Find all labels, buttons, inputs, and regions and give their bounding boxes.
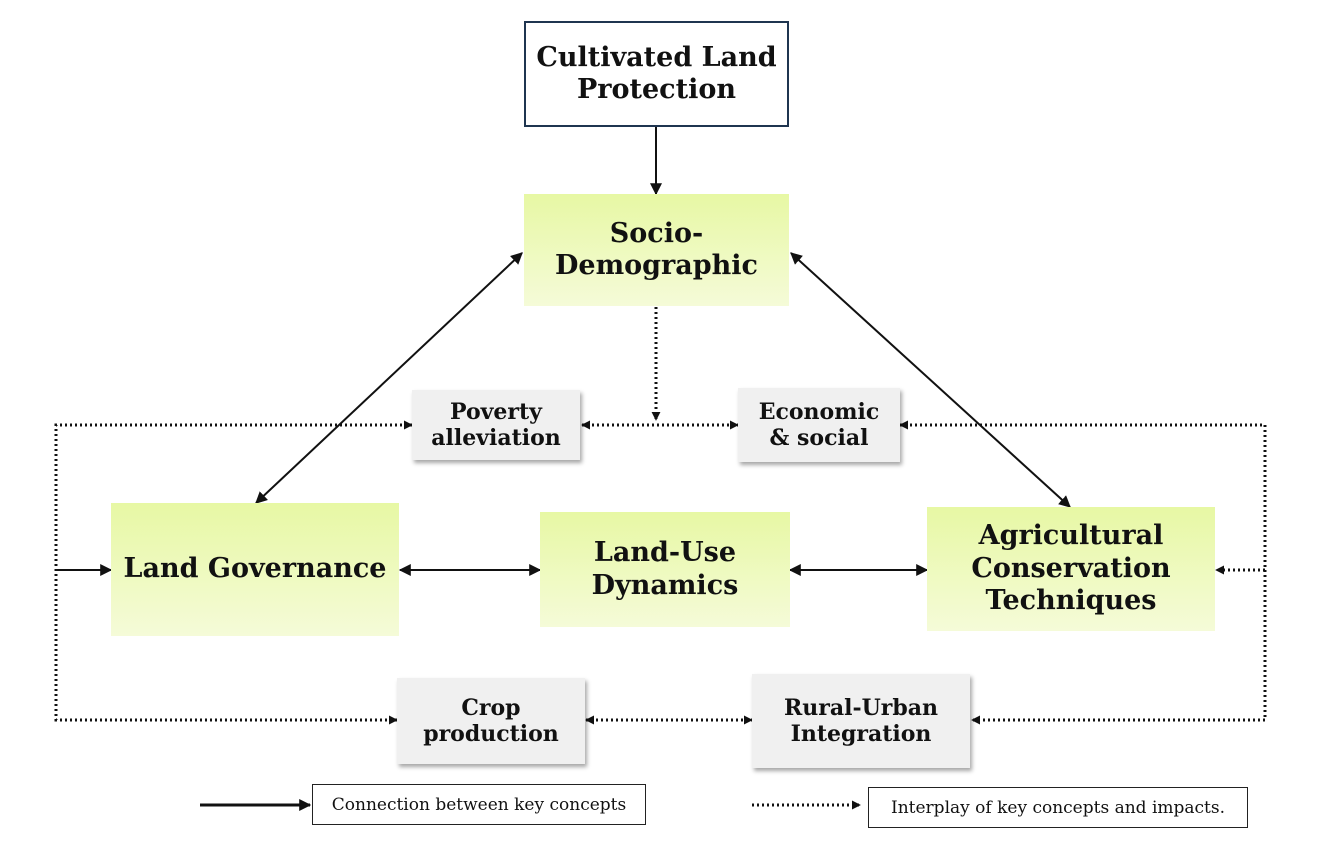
poverty-line2: alleviation: [431, 425, 561, 451]
arrow-socio-agri: [790, 252, 1071, 508]
land-gov-line1: Land Governance: [123, 553, 387, 585]
poverty-line1: Poverty: [450, 398, 542, 425]
socio-line2: Demographic: [555, 250, 758, 281]
socio-line1: Socio-: [609, 217, 704, 249]
agri-line1: Agricultural: [978, 520, 1164, 552]
land-governance-box: Land Governance: [111, 503, 399, 636]
crop-line2: production: [423, 721, 559, 747]
rural-line2: Integration: [790, 721, 932, 747]
arrow-socio-landgov: [255, 252, 523, 504]
dotted-left-loop: [54, 420, 413, 725]
cultivated-line1: Cultivated Land: [536, 41, 777, 73]
poverty-alleviation-box: Poverty alleviation: [412, 390, 580, 460]
dotted-right-loop: [899, 420, 1267, 725]
crop-line1: Crop: [461, 694, 521, 721]
agricultural-conservation-box: Agricultural Conservation Techniques: [927, 507, 1215, 631]
agri-line3: Techniques: [985, 585, 1157, 617]
crop-production-box: Crop production: [397, 678, 585, 764]
legend-solid-text: Connection between key concepts: [331, 794, 627, 815]
land-use-line1: Land-Use: [593, 537, 737, 569]
land-use-dynamics-box: Land-Use Dynamics: [540, 512, 790, 627]
cultivated-land-protection-box: Cultivated Land Protection: [524, 21, 789, 127]
economic-line1: Economic: [758, 398, 880, 425]
legend-dotted-label: Interplay of key concepts and impacts.: [868, 787, 1248, 828]
land-use-line2: Dynamics: [591, 569, 739, 601]
legend-solid-label: Connection between key concepts: [312, 784, 646, 825]
economic-social-box: Economic & social: [738, 388, 900, 462]
cultivated-line2: Protection: [577, 74, 736, 105]
rural-urban-integration-box: Rural-Urban Integration: [752, 674, 970, 768]
legend-dotted-text: Interplay of key concepts and impacts.: [891, 797, 1225, 818]
socio-demographic-box: Socio- Demographic: [524, 194, 789, 306]
rural-line1: Rural-Urban: [783, 694, 939, 721]
economic-line2: & social: [769, 425, 869, 451]
agri-line2: Conservation: [971, 552, 1171, 584]
